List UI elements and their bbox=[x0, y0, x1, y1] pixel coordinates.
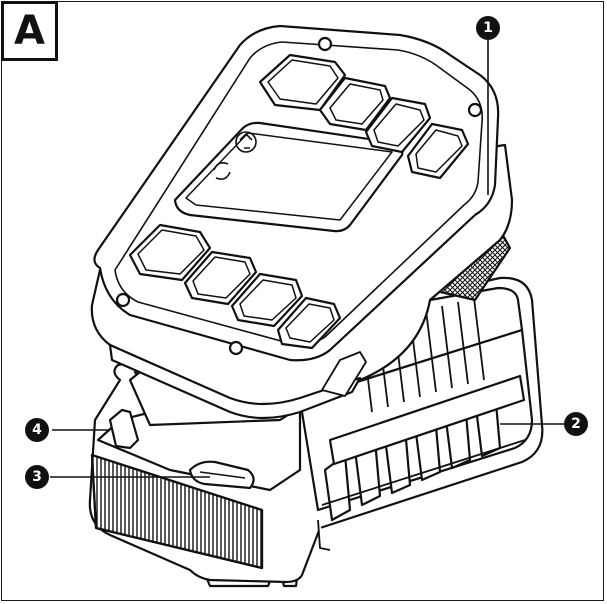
callout-1-battery-pack: 1 bbox=[476, 16, 500, 40]
cells-bottom bbox=[128, 223, 342, 350]
callout-label: 2 bbox=[571, 416, 581, 432]
recycle-icon bbox=[213, 131, 257, 180]
callout-label: 4 bbox=[32, 422, 42, 438]
callout-label: 1 bbox=[483, 20, 493, 36]
figure-letter-text: A bbox=[14, 8, 45, 54]
callout-3-charge-indicator: 3 bbox=[25, 465, 49, 489]
figure-label: A bbox=[1, 1, 58, 61]
callout-2-charger-base: 2 bbox=[564, 412, 588, 436]
callout-leaders bbox=[50, 38, 564, 478]
callout-label: 3 bbox=[32, 469, 42, 485]
cells-top bbox=[258, 53, 470, 180]
callout-4-status-led: 4 bbox=[25, 418, 49, 442]
battery-pack bbox=[90, 24, 514, 420]
